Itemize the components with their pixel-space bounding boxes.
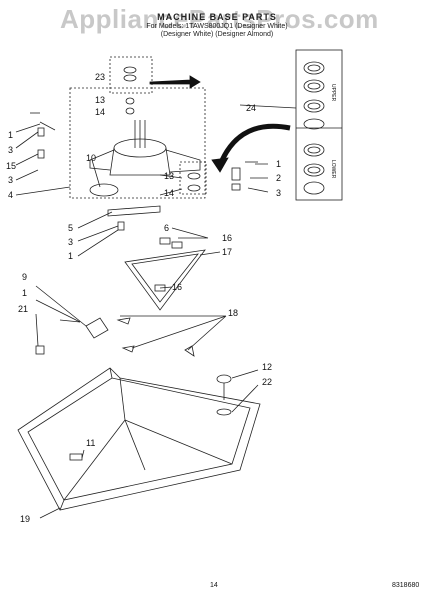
callout-17: 17 xyxy=(222,247,232,257)
motor-mount-box xyxy=(69,87,206,199)
callout-16-top: 16 xyxy=(222,233,232,243)
callout-13-right: 13 xyxy=(164,171,174,181)
callout-4: 4 xyxy=(8,190,13,200)
page-title: MACHINE BASE PARTS xyxy=(157,12,277,22)
callout-21: 21 xyxy=(18,304,28,314)
callout-18: 18 xyxy=(228,308,238,318)
callout-14-right: 14 xyxy=(164,188,174,198)
callout-3-mid: 3 xyxy=(68,237,73,247)
callout-3-right: 3 xyxy=(276,188,281,198)
model-line-2: (Designer White) (Designer Almond) xyxy=(160,31,274,38)
callout-1-right: 1 xyxy=(276,159,281,169)
callout-13-top: 13 xyxy=(95,95,105,105)
header: MACHINE BASE PARTS For Models: 1TAWS800J… xyxy=(0,4,434,38)
callout-2: 2 xyxy=(276,173,281,183)
upper-label: UPPER xyxy=(330,84,336,102)
callout-3-left: 3 xyxy=(8,145,13,155)
callout-10: 10 xyxy=(86,153,96,163)
callout-1-left: 1 xyxy=(8,130,13,140)
lower-label: LOWER xyxy=(330,160,336,179)
seal-inset-box xyxy=(295,49,343,201)
callout-6: 6 xyxy=(164,223,169,233)
callout-5: 5 xyxy=(68,223,73,233)
model-line-1: For Models: 1TAWS800JQ1 (Designer White) xyxy=(146,23,288,30)
callout-22: 22 xyxy=(262,377,272,387)
callout-1-mid: 1 xyxy=(68,251,73,261)
callout-15: 15 xyxy=(6,161,16,171)
callout-9: 9 xyxy=(22,272,27,282)
callout-16-bottom: 16 xyxy=(172,282,182,292)
callout-23: 23 xyxy=(95,72,105,82)
page-number: 14 xyxy=(210,582,218,589)
watermark: AppliancePartsPros.com xyxy=(60,4,379,34)
callout-19: 19 xyxy=(20,514,30,524)
callout-24: 24 xyxy=(246,103,256,113)
callout-12: 12 xyxy=(262,362,272,372)
callout-3-left-b: 3 xyxy=(8,175,13,185)
callout-14-top: 14 xyxy=(95,107,105,117)
document-code: 8318680 xyxy=(392,582,420,589)
callout-1-lower: 1 xyxy=(22,288,27,298)
callout-11: 11 xyxy=(86,438,95,448)
